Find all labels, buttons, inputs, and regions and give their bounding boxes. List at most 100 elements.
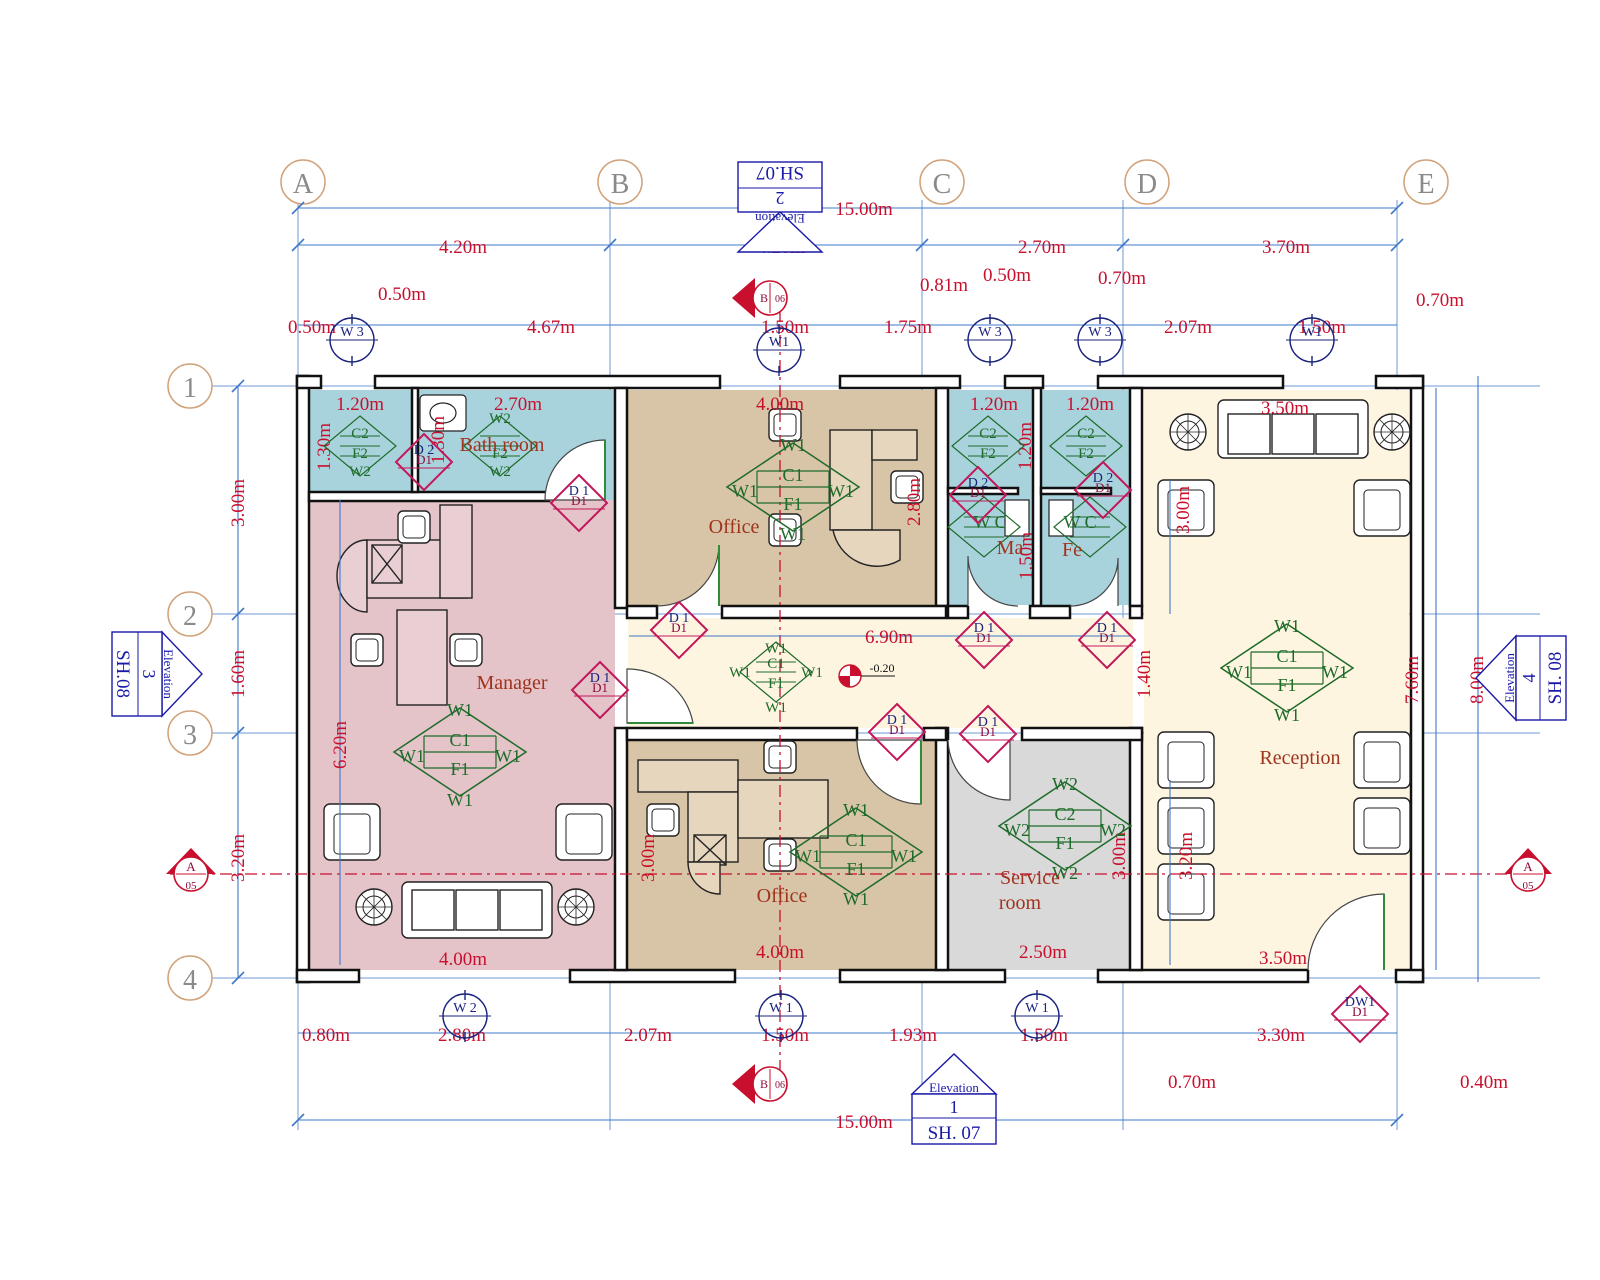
svg-text:Elevation: Elevation <box>161 649 176 699</box>
svg-text:F2: F2 <box>980 446 996 462</box>
svg-text:F2: F2 <box>352 446 368 462</box>
svg-text:W1: W1 <box>828 481 854 501</box>
lamp <box>557 888 595 926</box>
svg-text:W1: W1 <box>843 800 869 820</box>
svg-text:DW1: DW1 <box>1345 995 1375 1010</box>
svg-text:W2: W2 <box>489 464 511 480</box>
dimension-ticks <box>231 201 1404 1127</box>
svg-text:W1: W1 <box>795 846 821 866</box>
svg-text:W2: W2 <box>1052 774 1078 794</box>
svg-text:W1: W1 <box>1226 662 1252 682</box>
dim-opening: 1.50m <box>1298 317 1346 338</box>
dim-interior: 1.50m <box>1016 532 1037 580</box>
dim-interior: 4.00m <box>756 942 804 963</box>
svg-text:W1: W1 <box>843 889 869 909</box>
svg-text:W1: W1 <box>495 746 521 766</box>
dim-interior: 4.00m <box>439 949 487 970</box>
svg-text:W 3: W 3 <box>978 325 1001 340</box>
dim-interior: 1.40m <box>1134 650 1155 698</box>
finish-tag-bathroom: C2 F2 W2 W2 F2 W2 <box>323 411 537 480</box>
dim-row: 1.60m <box>228 650 249 698</box>
dim-overall-bottom: 15.00m <box>835 1112 893 1133</box>
door-leaves <box>604 440 1385 970</box>
section-lines <box>170 285 1530 1090</box>
room-label-service: Service <box>1000 867 1060 889</box>
svg-text:F2: F2 <box>1078 446 1094 462</box>
dim-opening: 3.30m <box>1257 1025 1305 1046</box>
svg-text:F1: F1 <box>1055 833 1074 853</box>
dim-interior: 3.50m <box>1261 398 1309 419</box>
svg-text:W 1: W 1 <box>769 1001 792 1016</box>
svg-text:W1: W1 <box>780 435 806 455</box>
dim-interior: 1.20m <box>970 394 1018 415</box>
svg-text:Elevation: Elevation <box>929 1080 979 1095</box>
dim-interior: 4.00m <box>756 394 804 415</box>
lamp <box>1373 413 1411 451</box>
svg-text:SH.08: SH.08 <box>112 650 133 698</box>
grid-label-e: E <box>1417 169 1434 200</box>
svg-text:W2: W2 <box>1052 863 1078 883</box>
grid-label-1: 1 <box>183 373 197 404</box>
grid-label-b: B <box>611 169 630 200</box>
dim-small: 0.40m <box>1460 1072 1508 1093</box>
room-label-office-top: Office <box>709 516 760 538</box>
dim-row: 3.20m <box>228 834 249 882</box>
svg-text:W2: W2 <box>1100 820 1126 840</box>
armchair <box>323 803 381 861</box>
lamp <box>355 888 393 926</box>
svg-text:W1: W1 <box>1322 662 1348 682</box>
door-tags: D 1 D 1 D 1 D 1 D 1 D 1 D 1 D 2 D 2 D 2 … <box>395 433 1389 1043</box>
svg-text:C2: C2 <box>1077 426 1095 442</box>
dim-interior: 3.00m <box>1173 486 1194 534</box>
reception-sofa <box>1217 399 1369 459</box>
svg-text:C2: C2 <box>1054 804 1075 824</box>
section-marker-b-bottom: B 06 <box>732 1064 788 1104</box>
svg-text:W2: W2 <box>489 411 511 427</box>
dim-opening: 2.07m <box>1164 317 1212 338</box>
section-marker-a-right: A 05 <box>1504 848 1552 892</box>
svg-text:SH.07: SH.07 <box>756 162 804 183</box>
lamp <box>1169 413 1207 451</box>
dim-bay: 4.20m <box>439 237 487 258</box>
dim-small: 0.70m <box>1098 268 1146 289</box>
svg-text:W 2: W 2 <box>453 1001 476 1016</box>
dim-opening: 1.50m <box>761 317 809 338</box>
office-top-desk <box>829 429 918 567</box>
svg-text:D 1: D 1 <box>1097 621 1118 636</box>
room-label-reception: Reception <box>1259 747 1340 769</box>
svg-text:F1: F1 <box>783 494 802 514</box>
grid-label-d: D <box>1137 169 1157 200</box>
dim-interior: 1.30m <box>428 416 449 464</box>
level-marker: -0.20 <box>838 661 895 688</box>
room-label-bathroom: Bath room <box>460 434 545 456</box>
finish-tag-manager: W1 C1 F1 W1 W1 W1 <box>393 700 527 810</box>
svg-text:SH. 07: SH. 07 <box>928 1123 981 1144</box>
svg-text:W1: W1 <box>732 481 758 501</box>
dim-interior: 2.80m <box>904 478 925 526</box>
svg-text:D 1: D 1 <box>669 611 690 626</box>
section-marker-b-top: B 06 <box>732 278 788 318</box>
dim-row: 3.00m <box>228 479 249 527</box>
finish-tag-corridor: W1 C1 F1 W1 W1 W1 <box>729 641 823 716</box>
svg-text:F1: F1 <box>1277 675 1296 695</box>
svg-text:C1: C1 <box>782 465 803 485</box>
svg-text:B: B <box>760 1077 768 1091</box>
svg-text:Elevation: Elevation <box>755 211 805 226</box>
room-labels: Bath room Office Manager Reception Offic… <box>460 434 1341 914</box>
dim-interior: 6.20m <box>330 721 351 769</box>
svg-text:D 1: D 1 <box>974 621 995 636</box>
bathroom-fixtures <box>419 394 467 432</box>
dim-interior: 3.00m <box>638 834 659 882</box>
svg-text:F2: F2 <box>492 446 508 462</box>
room-label-manager: Manager <box>476 672 547 694</box>
dim-inner-right: 7.60m <box>1402 656 1423 704</box>
svg-text:1: 1 <box>950 1097 959 1117</box>
svg-text:C1: C1 <box>845 830 866 850</box>
svg-text:D 1: D 1 <box>590 671 611 686</box>
svg-text:W1: W1 <box>1274 705 1300 725</box>
finish-tag-office-top: W1 C1 F1 W1 W1 W1 <box>726 435 860 544</box>
svg-text:W1: W1 <box>780 524 806 544</box>
grid-label-3: 3 <box>183 720 197 751</box>
svg-text:D 1: D 1 <box>569 484 590 499</box>
